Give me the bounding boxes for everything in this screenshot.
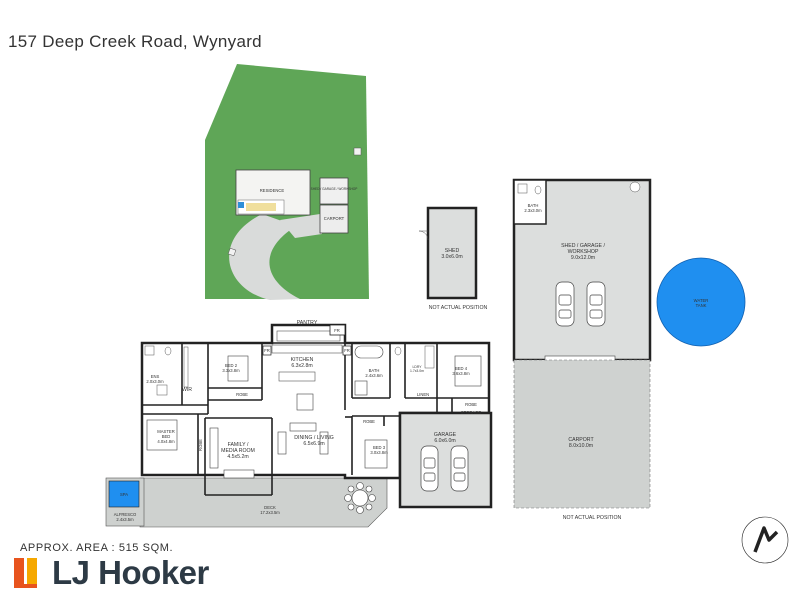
outdoor-table [344,482,376,514]
site-residence-label: RESIDENCE [260,188,285,193]
linen-label: LINEN [417,392,429,397]
bed-3-label: BED 3 [373,445,386,450]
bed-4-size: 3.6x3.8m [452,371,470,376]
deck-size: 17.2x3.5m [260,510,280,515]
workshop-bath-label: BATH [528,203,539,208]
bath-size: 2.4x3.6m [365,373,383,378]
dining-table [296,393,314,411]
master-size: 4.0x4.8m [157,439,175,444]
fr-label-1: FR [334,328,340,333]
carport [513,359,651,509]
bed-2-size: 3.3x3.8m [222,368,240,373]
shed: SHED 3.0x6.0m NOT ACTUAL POSITION [418,206,488,311]
workshop: BATH 2.3x3.0m SHED / GARAGE / WORKSHOP 9… [512,178,652,521]
house-plan: SPA ALFRESCO 2.4x3.5m DECK 17.2x3.5m [105,320,493,528]
approx-area-label: APPROX. AREA : 515 SQM. [20,542,174,554]
site-shed [319,177,349,205]
workshop-car-2 [586,281,606,327]
garage [398,411,493,509]
carport-label: CARPORT [568,437,594,443]
compass-icon [741,516,789,564]
brand-name: LJ Hooker [52,554,209,591]
water-tank-label: WATER [694,298,709,303]
bed-2-bed [227,355,249,382]
shed-note: NOT ACTUAL POSITION [429,305,488,311]
garage-size: 6.0x6.0m [434,438,455,444]
bed-3-size: 3.0x3.8m [370,450,388,455]
family-size: 4.5x5.2m [227,454,248,460]
site-carport [319,204,349,234]
bed-3-bed [364,439,388,469]
kitchen-island [278,371,316,382]
shed-label: SHED [445,248,460,254]
workshop-note: NOT ACTUAL POSITION [563,515,622,521]
workshop-bath-size: 2.3x3.0m [524,208,542,213]
alfresco-label: ALFRESCO [114,512,137,517]
dining-size: 6.5x6.9m [303,441,324,447]
deck [139,477,388,528]
bath-label: BATH [369,368,380,373]
bed-2-label: BED 2 [225,363,238,368]
family-label-2: MEDIA ROOM [221,448,255,454]
kitchen-label: KITCHEN [291,357,314,363]
bed-4-bed [454,355,482,387]
ldry-size: 1.7x3.0m [410,369,424,373]
robe-label-3: ROBE [198,439,203,451]
garage-car-1 [420,445,439,492]
site-carport-label: CARPORT [324,216,345,221]
dining-label: DINING / LIVING [294,435,334,441]
kitchen-size: 6.3x2.8m [291,363,312,369]
fr-label-2: FR [264,348,270,353]
deck-label: DECK [264,505,276,510]
workshop-label: SHED / GARAGE / [561,243,605,249]
lj-hooker-logo-icon [14,558,37,588]
garage-label: GARAGE [434,432,457,438]
site-plan: RESIDENCE SHED / GARAGE / WORKSHOP CARPO… [205,64,369,300]
garage-car-2 [450,445,469,492]
pantry-label: PANTRY [297,320,318,326]
ldry-label: LDRY [413,365,423,369]
property-address-title: 157 Deep Creek Road, Wynyard [8,32,262,51]
driveway [229,214,300,300]
alfresco-size: 2.4x3.5m [116,517,134,522]
robe-label-1: ROBE [236,392,248,397]
ens-label: ENS [151,374,160,379]
spa [108,480,140,508]
workshop-label-2: WORKSHOP [568,249,599,255]
shed-size: 3.0x6.0m [441,254,462,260]
bed-4-label: BED 4 [455,366,468,371]
carport-size: 8.0x10.0m [569,443,593,449]
workshop-size: 9.0x12.0m [571,255,595,261]
storage-label: STORAGE [461,410,482,415]
site-shed-label: SHED / GARAGE / WORKSHOP [311,187,358,191]
master-bed-bed [146,419,178,451]
robe-label-2: ROBE [465,402,477,407]
water-tank: WATER TANK [656,257,746,347]
robe-label-4: ROBE [363,419,375,424]
ens-size: 2.0x3.0m [146,379,164,384]
master-label: MASTER [157,429,174,434]
master-label-2: BED [162,434,171,439]
fr-label-3: FR [344,348,350,353]
workshop-car-1 [555,281,575,327]
water-tank-label-2: TANK [696,303,707,308]
wir-label: WIR [182,387,192,393]
family-label: FAMILY / [228,442,249,448]
spa-label: SPA [120,492,128,497]
